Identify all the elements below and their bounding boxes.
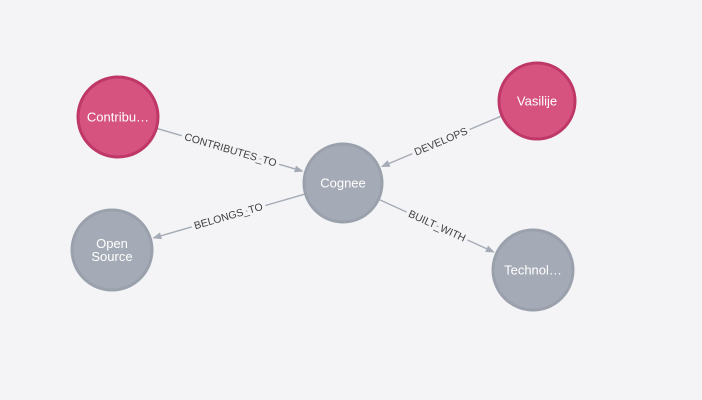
edge-arrowhead-icon [380, 160, 391, 168]
node-circle-vasilije[interactable] [497, 61, 577, 141]
edge-label-contributes-to[interactable]: CONTRIBUTES_TO [179, 128, 281, 173]
edge-arrowhead-icon [294, 165, 304, 173]
edge-line-develops[interactable] [388, 115, 502, 165]
edge-label-belongs-to[interactable]: BELONGS_TO [189, 197, 268, 235]
node-circle-cognee[interactable] [302, 142, 384, 224]
edge-label-develops[interactable]: DEVELOPS [409, 122, 473, 162]
edge-label-built-with[interactable]: BUILT_WITH [403, 205, 471, 249]
edge-arrowhead-icon [152, 232, 162, 240]
edge-arrowhead-icon [485, 245, 495, 253]
graph-node-cognee[interactable]: Cognee [302, 142, 384, 224]
edge-line-contributes-to[interactable] [157, 127, 296, 170]
graph-edge-develops: DEVELOPS [380, 115, 502, 168]
node-circle-technology[interactable] [491, 228, 575, 312]
graph-node-contributor[interactable]: Contribu… [76, 75, 160, 159]
edge-line-built-with[interactable] [379, 199, 487, 250]
graph-node-vasilije[interactable]: Vasilije [497, 61, 577, 141]
graph-edge-contributes-to: CONTRIBUTES_TO [157, 127, 304, 173]
node-circle-open-source[interactable] [70, 208, 154, 292]
graph-node-technology[interactable]: Technol… [491, 228, 575, 312]
edge-line-belongs-to[interactable] [160, 193, 305, 237]
graph-edge-built-with: BUILT_WITH [379, 199, 495, 253]
graph-edge-belongs-to: BELONGS_TO [152, 193, 305, 240]
node-circle-contributor[interactable] [76, 75, 160, 159]
